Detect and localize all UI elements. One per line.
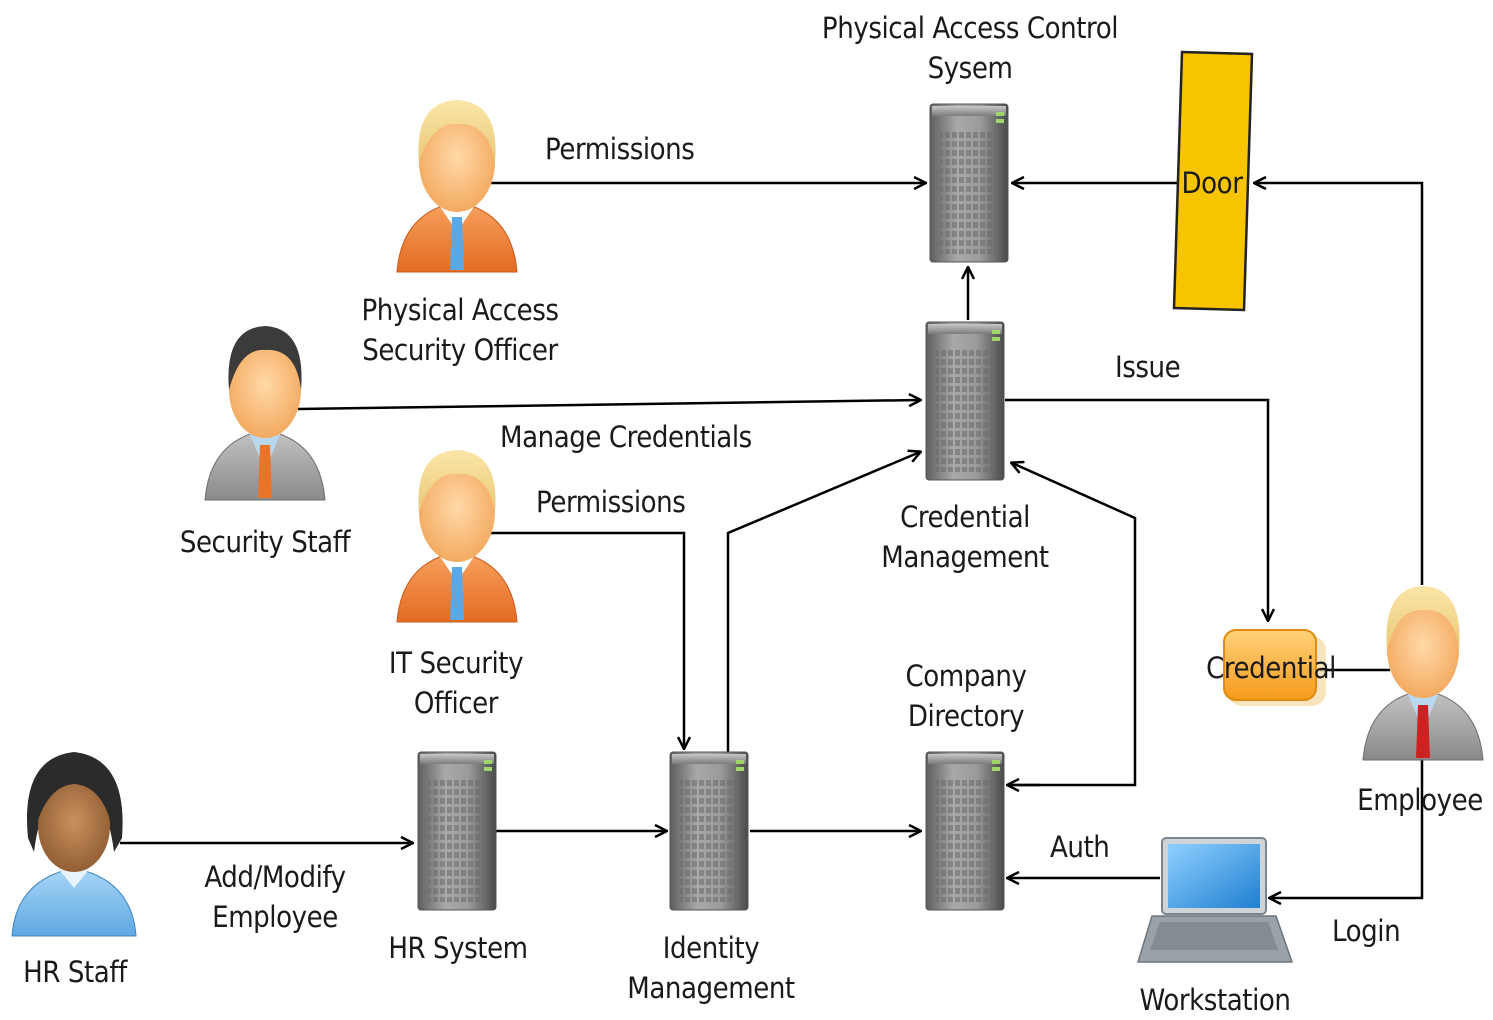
label-im-line1: Identity (662, 931, 760, 965)
edge-label-auth: Auth (1050, 830, 1110, 864)
label-pacs-line2: Sysem (927, 51, 1013, 85)
server-icon-identity-management (669, 751, 749, 911)
edge-label-add-modify: Add/Modify Employee (181, 857, 370, 937)
edge-manage-credentials (297, 400, 920, 411)
edge-idm-to-credmgmt (726, 452, 920, 752)
person-icon-it-security-officer (396, 449, 518, 623)
person-icon-physical-access-officer (396, 99, 518, 273)
edge-label-add-modify-line2: Employee (212, 900, 338, 934)
edge-permissions-idm (488, 531, 684, 748)
label-im-line2: Management (627, 971, 795, 1005)
label-hr-staff: HR Staff (8, 952, 143, 992)
door-shape (1172, 50, 1254, 312)
edges (120, 183, 1424, 898)
edge-label-login: Login (1332, 914, 1401, 948)
edge-employee-to-door (1255, 183, 1424, 585)
label-cd-line2: Directory (907, 699, 1025, 733)
label-pao-line1: Physical Access (361, 293, 559, 327)
label-cd-line1: Company (905, 659, 1027, 693)
label-pacs-line1: Physical Access Control (821, 11, 1119, 45)
label-credential-text: Credential (1206, 651, 1336, 685)
label-it-security-officer: IT Security Officer (366, 643, 546, 723)
edge-label-permissions-top: Permissions (545, 132, 695, 166)
server-icon-pacs (929, 103, 1009, 263)
label-employee-text: Employee (1357, 783, 1483, 817)
label-physical-access-officer: Physical Access Security Officer (343, 290, 577, 370)
label-workstation: Workstation (1130, 980, 1301, 1020)
label-hr-system: HR System (377, 928, 539, 968)
label-security-staff-text: Security Staff (179, 525, 351, 559)
server-icon-hr-system (417, 751, 497, 911)
label-company-directory: Company Directory (876, 656, 1056, 736)
edge-directory-credmgmt (1010, 463, 1137, 787)
edge-label-permissions-it: Permissions (536, 485, 686, 519)
label-cm-line2: Management (881, 540, 1049, 574)
label-hr-system-text: HR System (388, 931, 528, 965)
label-identity-management: Identity Management (617, 928, 806, 1008)
person-icon-hr-staff (11, 752, 137, 937)
credential-shape (1223, 629, 1326, 706)
label-credential-management: Credential Management (871, 497, 1060, 577)
edge-label-issue: Issue (1115, 350, 1181, 384)
label-workstation-text: Workstation (1139, 983, 1291, 1017)
label-door: Door (1167, 163, 1257, 203)
label-credential: Credential (1204, 648, 1339, 688)
label-employee: Employee (1348, 780, 1492, 820)
label-pacs: Physical Access Control Sysem (817, 8, 1123, 88)
server-icon-company-directory (925, 751, 1005, 911)
server-icon-credential-management (925, 321, 1005, 481)
edge-issue (1005, 398, 1268, 620)
edge-login (1270, 760, 1424, 898)
laptop-icon-workstation (1136, 837, 1294, 963)
edge-label-add-modify-line1: Add/Modify (204, 860, 346, 894)
label-hr-staff-text: HR Staff (23, 955, 127, 989)
label-iso-line1: IT Security (388, 646, 524, 680)
edge-label-manage-credentials: Manage Credentials (500, 420, 752, 454)
label-door-text: Door (1181, 166, 1243, 200)
label-pao-line2: Security Officer (362, 333, 558, 367)
label-security-staff: Security Staff (162, 522, 369, 562)
label-iso-line2: Officer (413, 686, 499, 720)
person-icon-employee (1362, 585, 1484, 761)
label-cm-line1: Credential (900, 500, 1030, 534)
person-icon-security-staff (204, 325, 326, 501)
